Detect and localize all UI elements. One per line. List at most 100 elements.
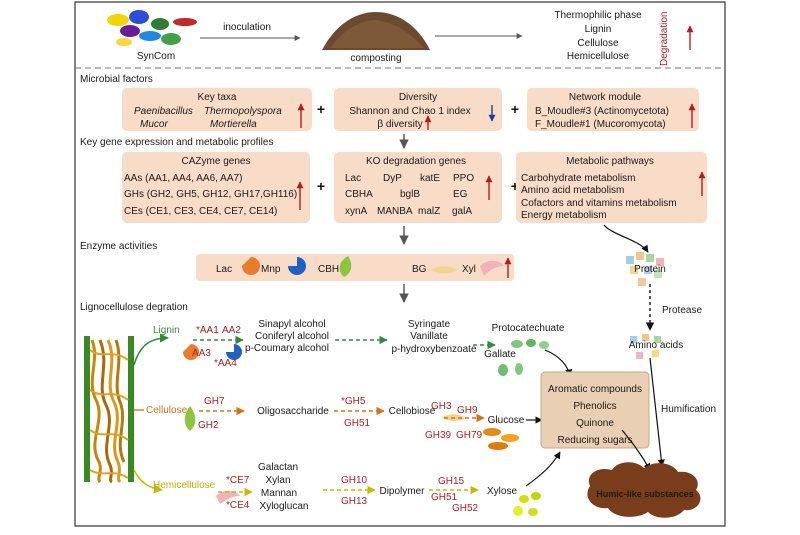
enzyme-lac: Lac [216, 264, 232, 275]
degradation-label: Degradation [659, 12, 670, 66]
lignocellulose-fiber-icon [84, 336, 134, 484]
syncom-icon [107, 10, 197, 46]
taxa-paenibacillus: Paenibacillus [134, 106, 193, 117]
cellobiose: Cellobiose [389, 406, 436, 417]
gh79-label: GH79 [456, 430, 483, 441]
product-quinone: Quinone [576, 418, 614, 429]
cbh-pathway-icon [184, 406, 196, 431]
coniferyl: Coniferyl alcohol [255, 331, 329, 342]
xyloglucan: Xyloglucan [260, 501, 309, 512]
thermo-lignin: Lignin [585, 24, 612, 35]
thermo-phase: Thermophilic phase [554, 10, 642, 21]
compost-pile-icon [322, 12, 430, 50]
amino-acids-label: Amino acids [629, 340, 683, 351]
ko-bglb: bglB [400, 189, 420, 200]
ko-box [334, 152, 502, 223]
syncom-label: SynCom [137, 51, 175, 62]
mnp-pathway-icon [226, 344, 242, 360]
ko-lac: Lac [345, 173, 361, 184]
ko-manba: MANBA [377, 206, 413, 217]
protein-icon [626, 252, 664, 286]
xylose-blobs-icon [513, 492, 541, 516]
products-to-humic-arrow [621, 429, 651, 471]
gh5-label: *GH5 [341, 396, 366, 407]
amino-acids-icon [630, 334, 661, 359]
xylose: Xylose [487, 486, 517, 497]
lignin-label: Lignin [153, 325, 180, 336]
humic-label: Humic-like substances [596, 489, 694, 499]
cbh-icon [339, 256, 352, 277]
ko-ppo: PPO [453, 173, 474, 184]
section-enzyme: Enzyme activities [80, 241, 157, 252]
thermo-cellulose: Cellulose [577, 38, 619, 49]
product-phenolics: Phenolics [573, 401, 616, 412]
mannan: Mannan [261, 488, 297, 499]
ko-cbha: CBHA [345, 189, 373, 200]
section-ligno: Lignocellulose degration [80, 302, 188, 313]
section-microbial: Microbial factors [80, 74, 153, 85]
products-box [540, 371, 650, 449]
bg-icon [430, 266, 458, 273]
metabolic-carb: Carbohydrate metabolism [521, 173, 636, 184]
lac-icon [242, 257, 260, 275]
diversity-box [334, 88, 502, 131]
protein-label: Protein [634, 264, 666, 275]
cellulose-label: Cellulose [146, 405, 188, 416]
gh51b-label: GH51 [431, 492, 458, 503]
metabolic-cofactors: Cofactors and vitamins metabolism [521, 198, 677, 209]
network-title: Network module [569, 92, 642, 103]
gh9-label: GH9 [457, 405, 478, 416]
humic-substances-blob [587, 462, 701, 518]
plus-4: + [511, 178, 519, 194]
lignin-branch-arrow [133, 333, 169, 366]
metabolic-to-protein-arrow [603, 224, 649, 253]
vanillate: Vanillate [410, 331, 448, 342]
taxa-thermopolyspora: Thermopolyspora [204, 106, 282, 117]
network-line1: B_Moudle#3 (Actinomycetota) [535, 106, 669, 117]
gh13-label: GH13 [341, 496, 368, 507]
gallate: Gallate [484, 349, 516, 360]
dipolymer: Dipolymer [379, 486, 425, 497]
gh2-label: GH2 [198, 420, 219, 431]
humification-label: Humification [661, 404, 716, 415]
gh15-label: GH15 [438, 476, 465, 487]
gh51a-label: GH51 [344, 418, 371, 429]
gh52-label: GH52 [452, 503, 479, 514]
ce7-label: *CE7 [226, 475, 250, 486]
enzyme-xyl: Xyl [462, 264, 476, 275]
diversity-line2: β diversity [377, 119, 422, 130]
hemicellulose-branch-arrow [133, 469, 163, 494]
gallate-blobs-icon [498, 339, 549, 376]
gh7-label: GH7 [204, 396, 225, 407]
syringate: Syringate [408, 319, 451, 330]
inoculation-label: inoculation [223, 22, 271, 33]
ko-malz: malZ [418, 206, 440, 217]
plus-1: + [317, 101, 325, 117]
ko-kate: katE [420, 173, 440, 184]
network-line2: F_Moudle#1 (Mucoromycota) [535, 119, 666, 130]
metabolic-energy: Energy metabolism [521, 210, 607, 221]
gh3-label: GH3 [431, 401, 452, 412]
taxa-mucor: Mucor [140, 119, 168, 130]
ko-gala: galA [452, 206, 472, 217]
oligosaccharide: Oligosaccharide [257, 406, 329, 417]
ce4-label: *CE4 [226, 500, 250, 511]
outer-frame [74, 1, 726, 527]
enzyme-cbh: CBH [318, 264, 339, 275]
metabolic-amino: Amino acid metabolism [521, 185, 624, 196]
network-box [527, 88, 699, 131]
composting-label: composting [350, 53, 401, 64]
diversity-title: Diversity [399, 92, 437, 103]
aa1-label: *AA1 [196, 325, 219, 336]
metabolic-title: Metabolic pathways [566, 156, 654, 167]
thermo-hemicellulose: Hemicellulose [567, 51, 630, 62]
aa4-label: *AA4 [214, 358, 237, 369]
coumary: p-Coumary alcohol [245, 343, 329, 354]
enzyme-mnp: Mnp [261, 264, 281, 275]
cazyme-ghs: GHs (GH2, GH5, GH12, GH17,GH116) [124, 189, 297, 200]
ko-eg: EG [453, 189, 468, 200]
mnp-icon [288, 257, 306, 275]
aa2-label: AA2 [222, 325, 241, 336]
